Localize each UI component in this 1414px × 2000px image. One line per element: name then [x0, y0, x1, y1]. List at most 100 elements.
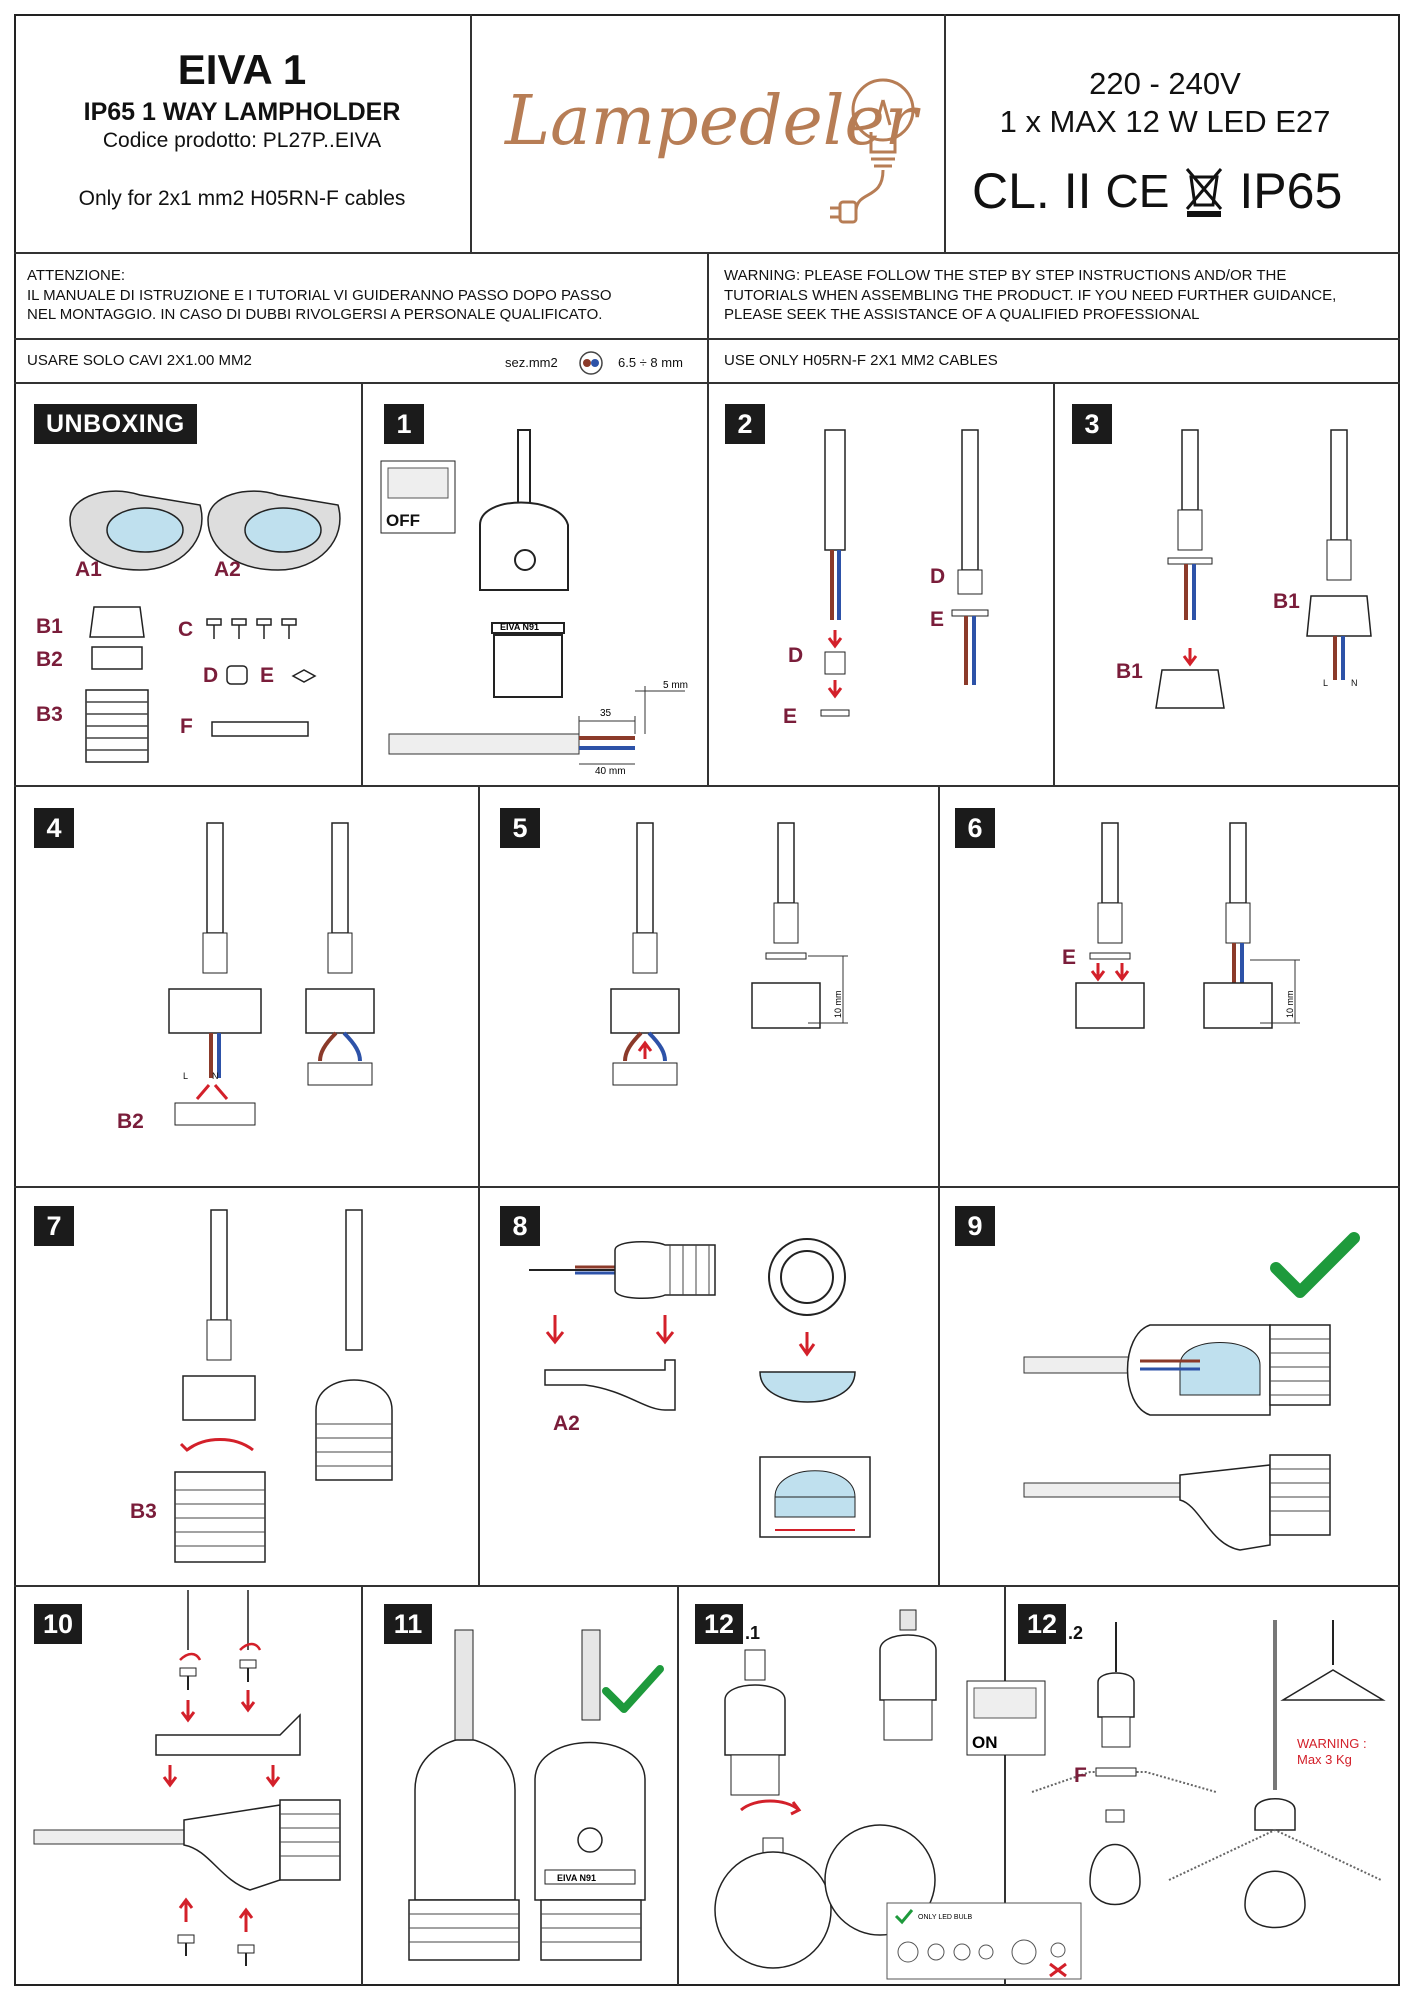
part-c-label: C: [178, 618, 194, 641]
part-a1-label: A1: [75, 558, 102, 581]
step-3-badge: 3: [1072, 404, 1112, 444]
divider: [1004, 1585, 1006, 1985]
product-title: EIVA 1: [177, 46, 307, 93]
check-mark-icon: [1270, 1232, 1360, 1298]
divider: [470, 14, 472, 252]
model-engraving: EIVA N91: [500, 622, 539, 632]
step-11-badge: 11: [384, 1604, 432, 1644]
switch-on-icon: ON: [966, 1680, 1046, 1756]
ce-mark: CE: [1105, 165, 1170, 217]
cable-spec-it: USARE SOLO CAVI 2X1.00 MM2: [27, 352, 252, 369]
neutral-wire-label: N: [212, 1071, 219, 1081]
warning-en-line: WARNING: PLEASE FOLLOW THE STEP BY STEP …: [724, 267, 1287, 284]
voltage-spec: 220 - 240V: [1089, 66, 1241, 101]
b2-pushed-illustration: [610, 822, 680, 1086]
warning-it-title: ATTENZIONE:: [27, 267, 126, 284]
divider: [361, 382, 363, 785]
lampholder-into-a2-illustration: [529, 1240, 716, 1411]
dimension-10mm: 10 mm: [1285, 990, 1295, 1018]
class-ii-label: CL. II: [972, 163, 1092, 219]
cable-note: Only for 2x1 mm2 H05RN-F cables: [78, 187, 406, 210]
cable-with-gasket-illustration: [951, 429, 989, 685]
divider: [677, 1585, 679, 1985]
ip-rating: IP65: [1239, 163, 1343, 219]
divider: [707, 382, 709, 785]
step-10-badge: 10: [34, 1604, 82, 1644]
b3-mounted-illustration: [315, 1209, 393, 1481]
switch-off-icon: OFF: [380, 460, 456, 534]
step-12-sub: .2: [1068, 1623, 1084, 1643]
weee-bin-icon: [1186, 168, 1223, 217]
divider: [14, 785, 1400, 787]
part-f-label: F: [1074, 1764, 1087, 1787]
lampholder-assembled-illustration: EIVA N91: [479, 429, 569, 698]
part-b2-label: B2: [36, 648, 63, 671]
divider: [938, 785, 940, 1585]
ring-nut-icon: [211, 721, 309, 737]
divider: [707, 252, 709, 382]
product-code: Codice prodotto: PL27P..EIVA: [102, 129, 382, 152]
step-5-badge: 5: [500, 808, 540, 848]
part-f-label: F: [180, 715, 193, 738]
divider: [944, 14, 946, 252]
on-label: ON: [972, 1733, 998, 1752]
model-engraving: EIVA N91: [557, 1873, 596, 1883]
step-8-badge: 8: [500, 1206, 540, 1246]
ring-nut-fixing-illustration: [1031, 1622, 1217, 1906]
section-label: sez.mm2: [505, 355, 558, 370]
step-12-sub: .1: [745, 1623, 761, 1643]
gasket-icon: [226, 665, 248, 685]
step-12-2-badge: 12.2: [1018, 1604, 1083, 1644]
dimension-35: 35: [600, 708, 612, 719]
part-e-label: E: [260, 664, 275, 687]
warning-it-line: IL MANUALE DI ISTRUZIONE E I TUTORIAL VI…: [27, 286, 612, 304]
assembled-base-illustration: [1023, 1324, 1331, 1551]
bulb-logo-icon: [830, 78, 915, 224]
b2-wiring-illustration: [168, 822, 262, 1126]
divider: [478, 785, 480, 1585]
step-6-badge: 6: [955, 808, 995, 848]
live-wire-label: L: [183, 1071, 189, 1081]
cable-spec-en: USE ONLY H05RN-F 2X1 MM2 CABLES: [724, 352, 998, 369]
gasket-10mm-illustration: 10 mm: [751, 822, 848, 1029]
warning-italian: ATTENZIONE: IL MANUALE DI ISTRUZIONE E I…: [27, 266, 697, 325]
only-led-bulb-legend: ONLY LED BULB: [886, 1902, 1082, 1980]
part-a2-label: A2: [553, 1412, 580, 1435]
part-b1-label: B1: [1273, 590, 1300, 613]
hanging-lamp-illustration: [1168, 1620, 1386, 1929]
lampholder-parts-illustration: [85, 606, 149, 763]
step-12-number: 12: [1018, 1604, 1066, 1644]
weight-warning-value: Max 3 Kg: [1297, 1752, 1352, 1767]
step-4-badge: 4: [34, 808, 74, 848]
divider: [14, 1186, 1400, 1188]
section-range: 6.5 ÷ 8 mm: [618, 355, 683, 370]
warning-english: WARNING: PLEASE FOLLOW THE STEP BY STEP …: [724, 266, 1394, 325]
lamp-on-illustration: [879, 1609, 937, 1741]
step-12-1-badge: 12.1: [695, 1604, 760, 1644]
part-b3-label: B3: [130, 1500, 157, 1523]
part-e-label: E: [930, 608, 945, 631]
step-9-badge: 9: [955, 1206, 995, 1246]
cable-and-b1-illustration: [1155, 429, 1225, 709]
weight-warning: WARNING : Max 3 Kg: [1297, 1736, 1367, 1768]
clip-10mm-illustration: 10 mm: [1203, 822, 1300, 1029]
dimension-5: 5 mm: [663, 680, 688, 691]
warning-it-line: NEL MONTAGGIO. IN CASO DI DUBBI RIVOLGER…: [27, 306, 603, 323]
part-a2-label: A2: [214, 558, 241, 581]
weight-warning-title: WARNING :: [1297, 1736, 1367, 1751]
divider: [14, 1585, 1400, 1587]
cable-stripped-illustration: [820, 429, 850, 717]
dimension-10mm: 10 mm: [833, 990, 843, 1018]
neutral-wire-label: N: [1351, 678, 1358, 688]
part-d-label: D: [203, 664, 219, 687]
part-b1-label: B1: [1116, 660, 1143, 683]
product-subtitle: IP65 1 WAY LAMPHOLDER: [83, 98, 401, 126]
page-frame: [14, 14, 1400, 1986]
cable-strip-dimensions: 35 40 mm 5 mm: [388, 680, 688, 777]
a2-gasket-detail-illustration: [759, 1238, 871, 1538]
divider: [361, 1585, 363, 1985]
only-led-label: ONLY LED BULB: [918, 1914, 973, 1921]
certifications: CL. II CE IP65: [972, 162, 1342, 220]
divider: [1053, 382, 1055, 785]
part-d-label: D: [930, 565, 946, 588]
